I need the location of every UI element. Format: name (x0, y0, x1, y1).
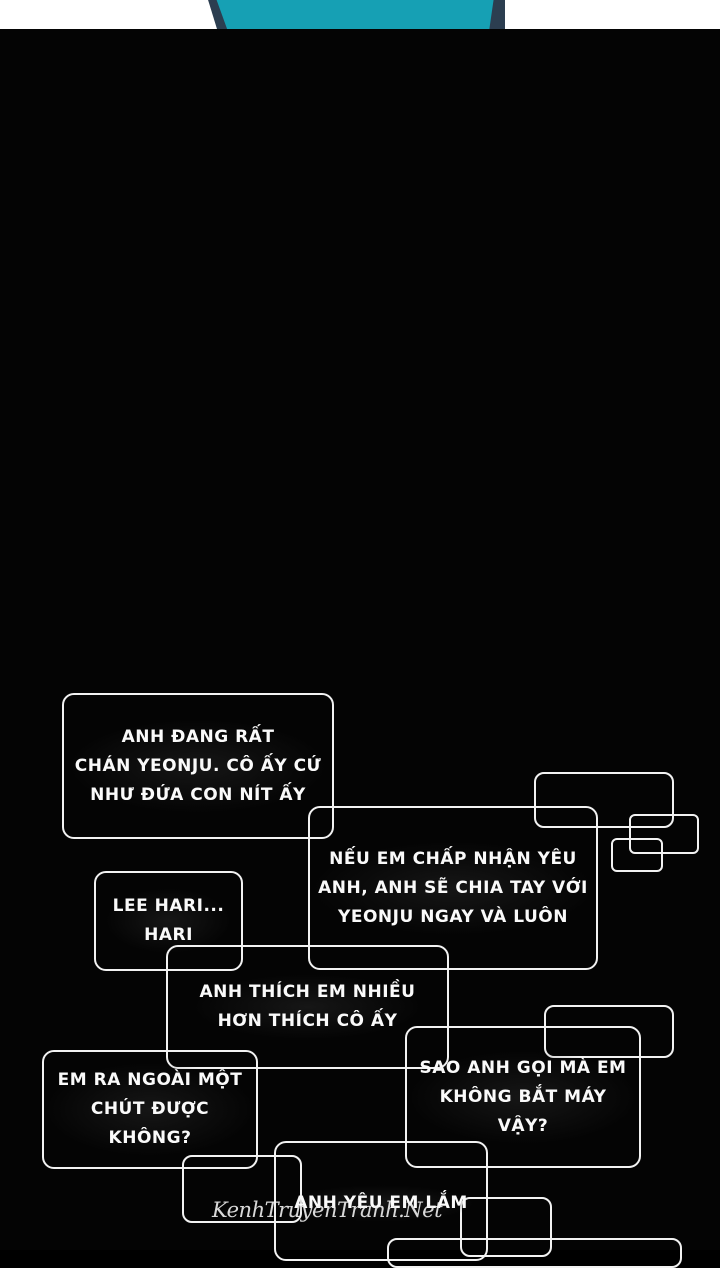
bubble-text: ANH ĐANG RẤT CHÁN YEONJU. CÔ ẤY CỨ NHƯ Đ… (66, 718, 330, 814)
speech-bubble: ANH THÍCH EM NHIỀU HƠN THÍCH CÔ ẤY (166, 945, 449, 1069)
decor-box (629, 814, 699, 854)
decor-box (611, 838, 663, 872)
phone-screen (213, 0, 495, 29)
bubble-text: NẾU EM CHẤP NHẬN YÊU ANH, ANH SẼ CHIA TA… (310, 840, 596, 936)
comic-panel (0, 29, 720, 1250)
decor-box (534, 772, 674, 828)
speech-bubble: EM RA NGOÀI MỘT CHÚT ĐƯỢC KHÔNG? (42, 1050, 258, 1169)
bubble-text: SAO ANH GỌI MÀ EM KHÔNG BẮT MÁY VẬY? (407, 1049, 639, 1145)
speech-bubble: ANH ĐANG RẤT CHÁN YEONJU. CÔ ẤY CỨ NHƯ Đ… (62, 693, 334, 839)
top-panel (0, 0, 720, 29)
bubble-text: EM RA NGOÀI MỘT CHÚT ĐƯỢC KHÔNG? (44, 1062, 256, 1157)
bubble-text: LEE HARI... HARI (104, 888, 233, 954)
speech-bubble: LEE HARI... HARI (94, 871, 243, 971)
bubble-text: ANH THÍCH EM NHIỀU HƠN THÍCH CÔ ẤY (191, 974, 424, 1040)
speech-bubble: SAO ANH GỌI MÀ EM KHÔNG BẮT MÁY VẬY? (405, 1026, 641, 1168)
bubble-text: ANH YÊU EM LẮM (286, 1185, 476, 1222)
watermark: KenhTruyenTranh.Net (212, 1198, 443, 1222)
speech-bubble: NẾU EM CHẤP NHẬN YÊU ANH, ANH SẼ CHIA TA… (308, 806, 598, 970)
